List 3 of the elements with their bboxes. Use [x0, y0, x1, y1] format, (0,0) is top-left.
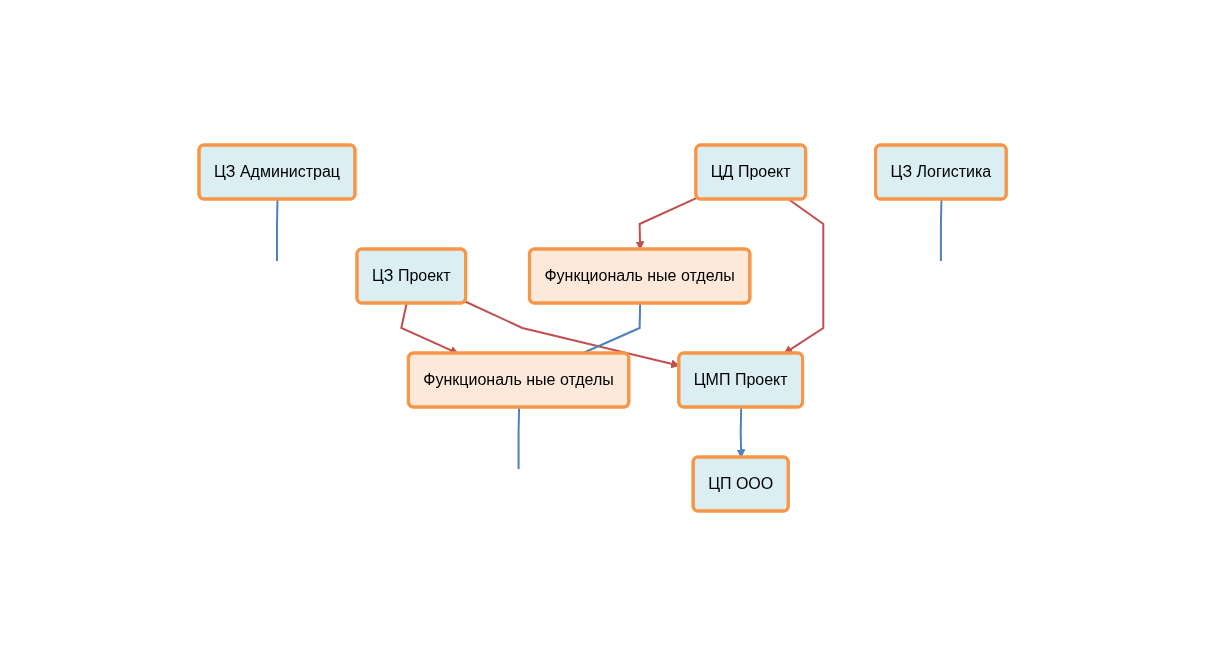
connector — [517, 406, 520, 470]
connector — [939, 198, 943, 262]
connector — [275, 198, 279, 262]
